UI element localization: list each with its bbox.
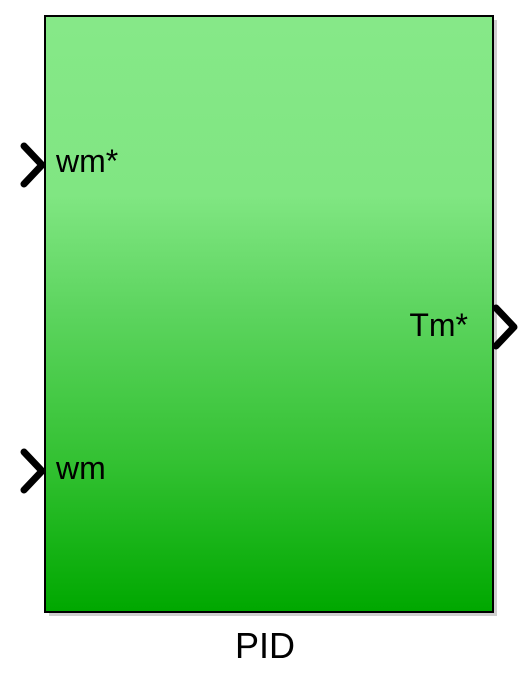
- input-port-2-chevron-icon[interactable]: [18, 446, 50, 496]
- input-port-1-chevron-icon[interactable]: [18, 140, 50, 190]
- output-port-1-label: Tm*: [409, 307, 468, 343]
- pid-subsystem-block[interactable]: [44, 15, 494, 613]
- output-port-1-chevron-icon[interactable]: [490, 302, 522, 352]
- input-port-1-label: wm*: [56, 143, 119, 179]
- input-port-2-label: wm: [56, 450, 106, 486]
- block-name-label[interactable]: PID: [234, 625, 295, 666]
